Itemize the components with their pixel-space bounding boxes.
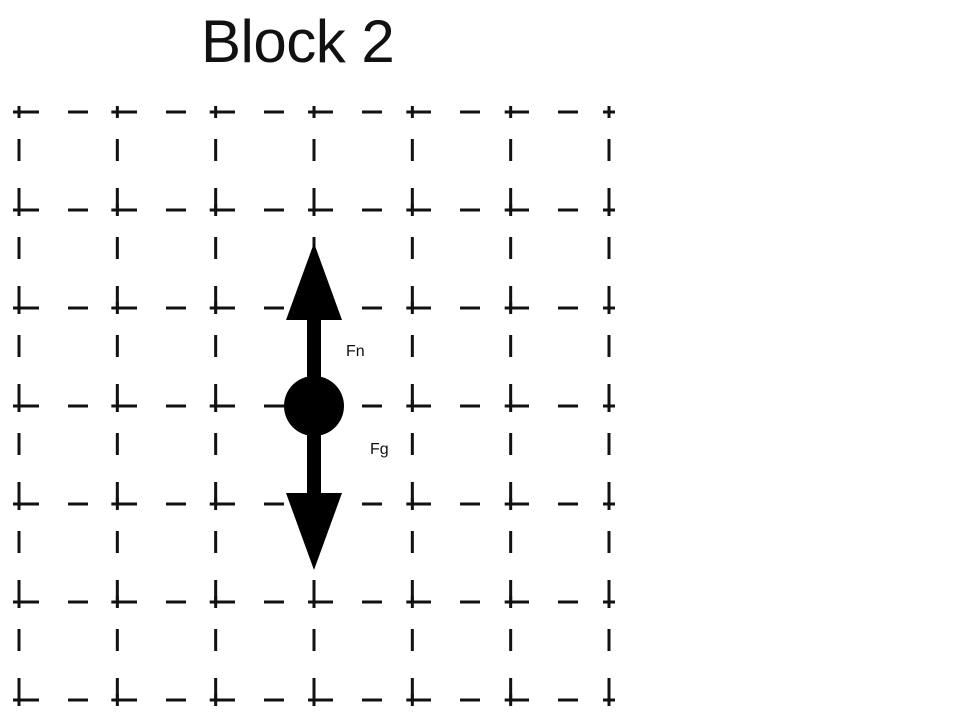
force-label-fg: Fg bbox=[370, 441, 389, 458]
arrow-down-icon bbox=[286, 493, 342, 570]
gravity-force-shaft bbox=[307, 418, 321, 498]
normal-force-shaft bbox=[307, 312, 321, 396]
arrow-up-icon bbox=[286, 243, 342, 320]
normal-force-arrow bbox=[286, 243, 342, 396]
page-title: Block 2 bbox=[201, 8, 395, 75]
force-label-fn: Fn bbox=[346, 343, 365, 360]
point-object bbox=[284, 376, 344, 436]
gravity-force-arrow bbox=[286, 418, 342, 570]
